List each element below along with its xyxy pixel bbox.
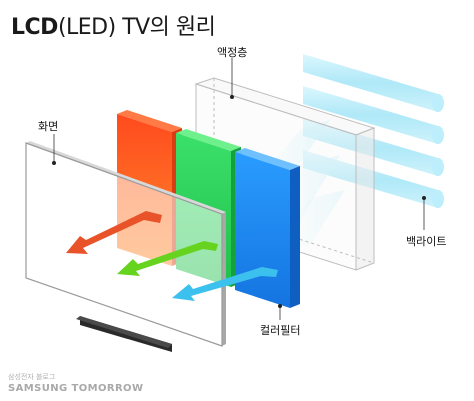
green-light-arrow [117, 241, 218, 276]
label-screen: 화면 [38, 120, 59, 133]
title-bold: LCD [11, 15, 58, 40]
blue-color-filter [235, 148, 300, 308]
backlight-tube [303, 86, 444, 144]
output-arrows [66, 211, 278, 301]
leader-lines [53, 58, 425, 320]
watermark-brand: SAMSUNG TOMORROW [8, 383, 144, 394]
tv-screen [25, 141, 226, 347]
label-color-filter: 컬러필터 [260, 324, 301, 337]
leader-dots [52, 95, 426, 308]
title-rest: (LED) TV의 원리 [57, 15, 216, 40]
red-light-arrow [66, 211, 162, 254]
label-liquid-crystal: 액정층 [217, 46, 248, 59]
backlight-tube [303, 54, 444, 112]
backlight-tubes [303, 54, 444, 208]
blue-light-arrow [172, 267, 278, 301]
label-backlight: 백라이트 [406, 235, 447, 248]
page-title: LCD(LED) TV의 원리 [11, 9, 216, 41]
tv-stand [76, 316, 172, 352]
watermark-small: 삼성전자 블로그 [8, 373, 56, 381]
